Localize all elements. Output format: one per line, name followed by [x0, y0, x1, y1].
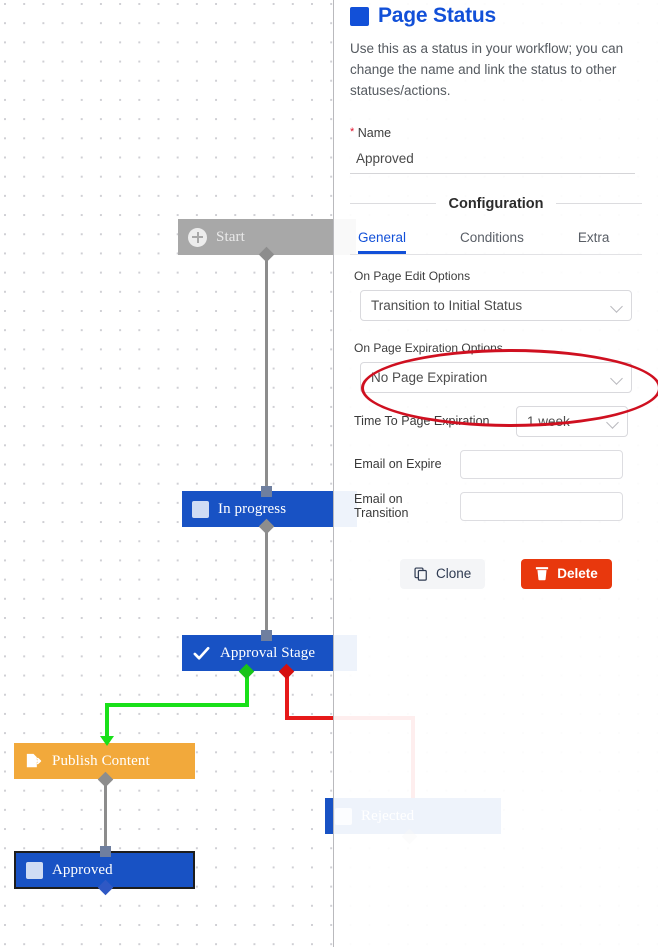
chevron-down-icon: [610, 371, 623, 385]
clone-button-label: Clone: [436, 566, 472, 582]
chevron-down-icon: [610, 299, 623, 313]
on-page-edit-label: On Page Edit Options: [354, 268, 471, 283]
node-label-approval-stage: Approval Stage: [220, 644, 316, 661]
email-on-expire-row: Email on Expire: [350, 449, 642, 479]
required-marker: *: [350, 125, 355, 138]
on-page-expiration-label: On Page Expiration Options: [354, 340, 503, 355]
node-label-start: Start: [216, 228, 245, 245]
blue-square-icon: [350, 6, 369, 26]
time-to-expiration-select[interactable]: 1 week: [516, 405, 628, 437]
action-buttons: Clone Delete: [400, 558, 642, 589]
connector-approval-to-rejected-v1: [285, 670, 289, 719]
panel-description: Use this as a status in your workflow; y…: [350, 41, 624, 98]
configuration-title: Configuration: [448, 195, 544, 212]
node-label-publish-content: Publish Content: [52, 752, 150, 769]
name-field-label: * Name: [350, 126, 642, 140]
panel-header: Page Status: [350, 0, 642, 28]
workflow-node-in-progress[interactable]: In progress: [182, 491, 357, 527]
document-export-icon: [26, 753, 42, 767]
connector-inprogress-to-approval: [265, 525, 268, 635]
on-page-expiration-select[interactable]: No Page Expiration: [360, 361, 632, 393]
name-input[interactable]: [350, 150, 635, 174]
connector-publish-to-approved: [104, 778, 107, 850]
chevron-down-icon: [606, 415, 619, 429]
tab-extra[interactable]: Extra: [577, 229, 610, 245]
plus-circle-icon: [188, 227, 207, 247]
delete-button-label: Delete: [557, 566, 598, 582]
check-icon: [193, 646, 210, 660]
time-to-expiration-label: Time To Page Expiration: [354, 414, 490, 429]
configuration-tabs: General Conditions Extra: [350, 224, 642, 255]
connector-approval-to-publish-h: [105, 703, 249, 707]
page-title: Page Status: [378, 4, 497, 27]
connector-port-inprogress-in[interactable]: [261, 486, 272, 497]
email-on-transition-label: Email on Transition: [354, 492, 409, 521]
trash-icon: [536, 567, 549, 581]
connector-port-approval-in[interactable]: [261, 630, 272, 641]
divider-line-left: [350, 203, 437, 205]
on-page-edit-select[interactable]: Transition to Initial Status: [360, 289, 632, 321]
on-page-edit-value: Transition to Initial Status: [371, 297, 523, 313]
email-on-transition-input[interactable]: [460, 491, 623, 521]
delete-button[interactable]: Delete: [521, 558, 612, 589]
time-to-expiration-row: Time To Page Expiration 1 week: [350, 405, 642, 437]
copy-icon: [414, 567, 427, 581]
email-on-expire-input[interactable]: [460, 449, 623, 479]
general-tab-content: On Page Edit Options Transition to Initi…: [350, 255, 658, 589]
page-status-config-panel: Page Status Use this as a status in your…: [333, 0, 658, 947]
name-label-text: Name: [357, 125, 392, 140]
on-page-expiration-value: No Page Expiration: [371, 369, 488, 385]
tab-general[interactable]: General: [358, 224, 406, 254]
clone-button[interactable]: Clone: [400, 558, 486, 589]
time-to-expiration-value: 1 week: [527, 413, 570, 429]
workflow-node-approval-stage[interactable]: Approval Stage: [182, 635, 357, 671]
node-label-in-progress: In progress: [218, 500, 287, 517]
tab-conditions[interactable]: Conditions: [460, 229, 524, 245]
email-on-expire-label: Email on Expire: [354, 457, 442, 472]
connector-start-to-inprogress: [265, 252, 268, 492]
node-label-approved: Approved: [52, 861, 113, 878]
configuration-divider: Configuration: [350, 195, 643, 212]
connector-approval-to-publish-v2: [105, 703, 109, 739]
square-icon: [26, 861, 43, 879]
connector-port-approved-in[interactable]: [100, 846, 111, 857]
square-icon: [192, 500, 209, 518]
connector-arrow-publish: [100, 736, 114, 746]
divider-line-right: [555, 203, 643, 205]
connector-approval-to-publish-v1: [245, 670, 249, 705]
email-on-transition-row: Email on Transition: [350, 491, 642, 521]
